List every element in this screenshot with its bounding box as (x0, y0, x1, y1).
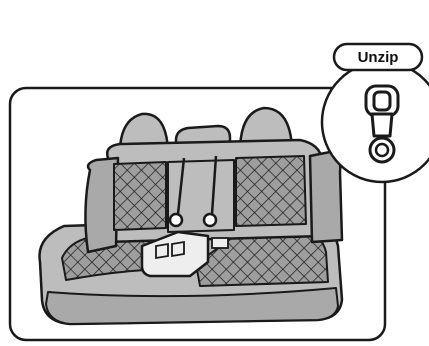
buckle-small (212, 238, 228, 248)
side-bolster-right (310, 152, 342, 242)
quilt-back-left (114, 162, 166, 230)
unzip-label: Unzip (358, 49, 399, 66)
anchor-ring-right (204, 214, 216, 226)
anchor-ring-left (170, 214, 182, 226)
quilt-back-right (236, 156, 306, 226)
